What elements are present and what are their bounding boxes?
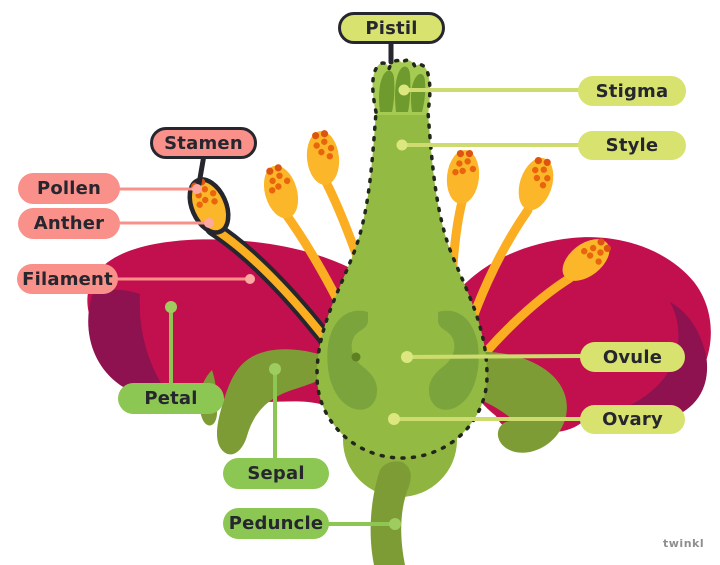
ovule-right bbox=[428, 310, 479, 410]
sepal-left-shape bbox=[217, 349, 340, 455]
label-peduncle: Peduncle bbox=[223, 508, 329, 539]
label-style: Style bbox=[578, 131, 686, 160]
ovule-left bbox=[327, 310, 378, 410]
label-ovary: Ovary bbox=[580, 405, 685, 434]
label-filament: Filament bbox=[17, 264, 118, 294]
label-petal: Petal bbox=[118, 383, 224, 414]
pistil-shape bbox=[315, 58, 489, 460]
stamen-connector bbox=[196, 152, 207, 187]
petal-right-shadow bbox=[588, 302, 708, 426]
label-anther: Anther bbox=[18, 208, 120, 239]
label-pollen: Pollen bbox=[18, 173, 120, 204]
label-stamen: Stamen bbox=[150, 127, 257, 159]
ovule-shapes bbox=[327, 310, 479, 410]
label-ovule: Ovule bbox=[580, 342, 685, 372]
label-stigma: Stigma bbox=[578, 76, 686, 106]
label-pistil: Pistil bbox=[338, 12, 445, 44]
pistil-dashed-outline bbox=[315, 58, 489, 460]
label-sepal: Sepal bbox=[223, 458, 329, 489]
petal-left-shadow bbox=[88, 289, 164, 394]
ovule-left-dot bbox=[351, 352, 361, 362]
watermark: twinkl bbox=[663, 537, 705, 550]
stigma-lobes bbox=[379, 66, 426, 112]
peduncle-shape bbox=[370, 461, 411, 565]
ovule-leader-line bbox=[405, 354, 584, 359]
